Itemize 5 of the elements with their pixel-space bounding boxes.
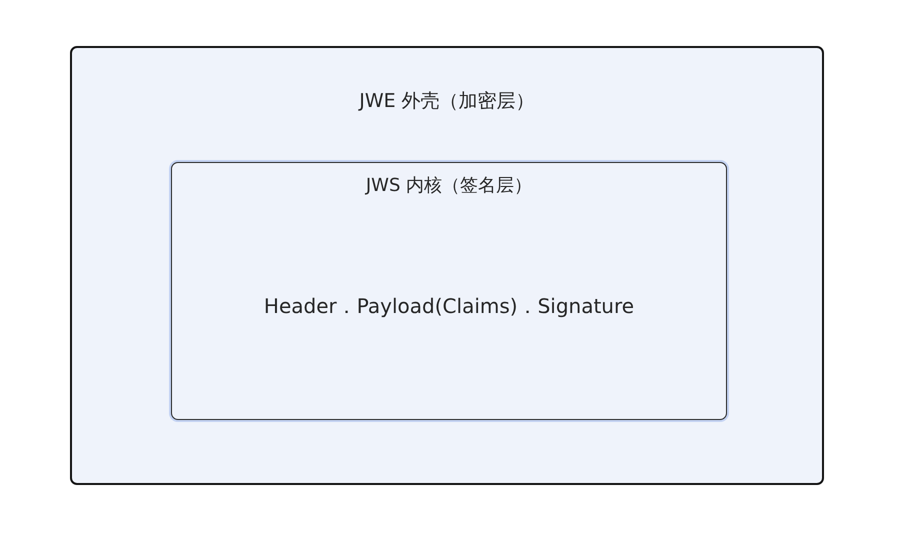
outer-box xyxy=(70,46,824,485)
inner-box xyxy=(171,162,727,420)
box-heading: JWS 内核（签名层） xyxy=(366,174,532,197)
body-text: Header．Payload(Claims)．Signature xyxy=(264,293,634,320)
box-heading: JWE 外壳（加密层） xyxy=(359,89,535,114)
